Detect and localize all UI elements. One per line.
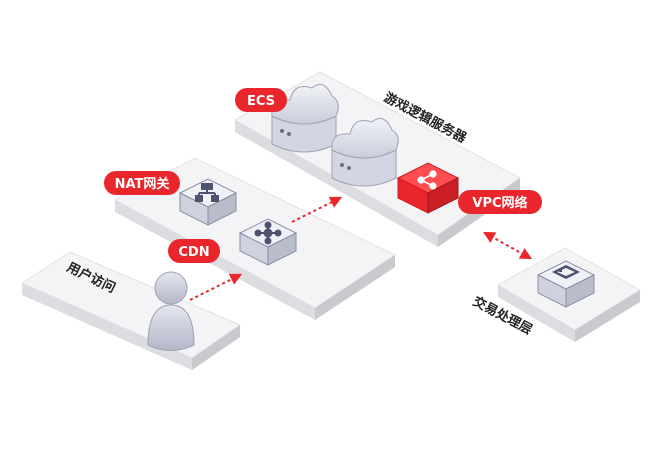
svg-text:CDN: CDN [178,245,209,260]
network-hub-icon [238,218,298,266]
svg-text:NAT网关: NAT网关 [115,176,170,192]
user-person-icon [147,271,195,351]
arrow-user-to-cdn [189,273,243,301]
arrow-cdn-to-ecs [291,196,343,223]
share-nodes-icon [396,162,460,214]
network-gateway-icon [178,178,238,226]
ecs-label: ECS [235,88,287,112]
cloud-server-icon [271,83,399,187]
svg-text:ECS: ECS [247,94,275,109]
platform-user-access [20,251,242,370]
cdn-label: CDN [168,239,220,263]
server-rack-icon [536,260,596,308]
arrow-vpc-to-trade [482,231,533,260]
nat-gateway-label: NAT网关 [104,171,180,195]
svg-text:VPC网络: VPC网络 [472,195,527,211]
vpc-network-label: VPC网络 [458,190,542,214]
